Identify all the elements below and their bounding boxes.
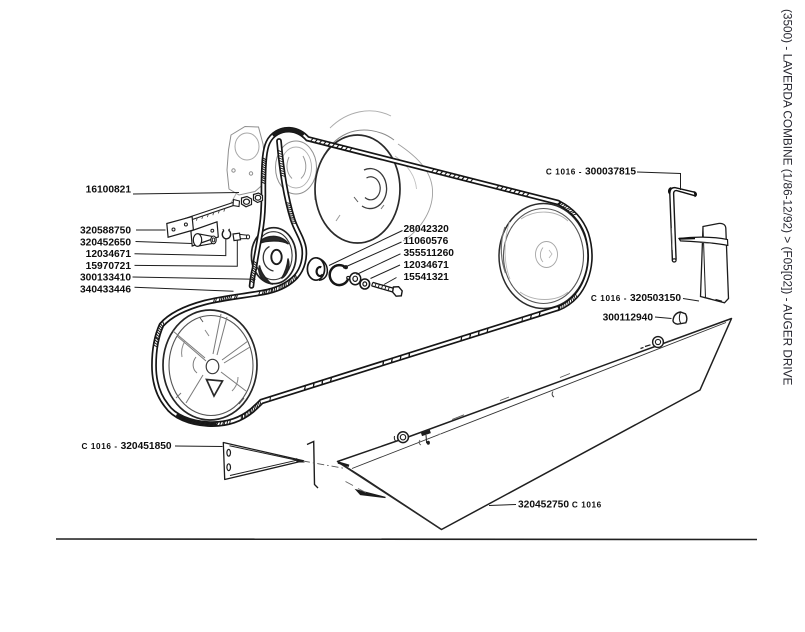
svg-text:15970721: 15970721: [86, 261, 132, 272]
svg-text:12034671: 12034671: [86, 249, 132, 260]
svg-text:16100821: 16100821: [86, 185, 132, 196]
svg-text:C 1016 - 300037815: C 1016 - 300037815: [546, 167, 636, 178]
svg-text:320452750 C 1016: 320452750 C 1016: [518, 500, 602, 511]
svg-text:(3500) - LAVERDA COMBINE (1/86: (3500) - LAVERDA COMBINE (1/86-12/92) > …: [781, 9, 795, 386]
svg-text:300112940: 300112940: [603, 312, 654, 323]
svg-text:C 1016 - 320451850: C 1016 - 320451850: [82, 441, 172, 452]
svg-text:355511260: 355511260: [404, 248, 455, 259]
svg-text:320452650: 320452650: [80, 237, 131, 248]
svg-text:15541321: 15541321: [404, 272, 450, 283]
svg-text:11060576: 11060576: [404, 236, 449, 247]
svg-text:C 1016 - 320503150: C 1016 - 320503150: [591, 293, 681, 304]
svg-text:320588750: 320588750: [80, 226, 131, 237]
svg-text:340433446: 340433446: [80, 284, 131, 295]
svg-text:12034671: 12034671: [404, 260, 450, 271]
svg-text:28042320: 28042320: [404, 224, 450, 235]
svg-text:300133410: 300133410: [80, 273, 131, 284]
